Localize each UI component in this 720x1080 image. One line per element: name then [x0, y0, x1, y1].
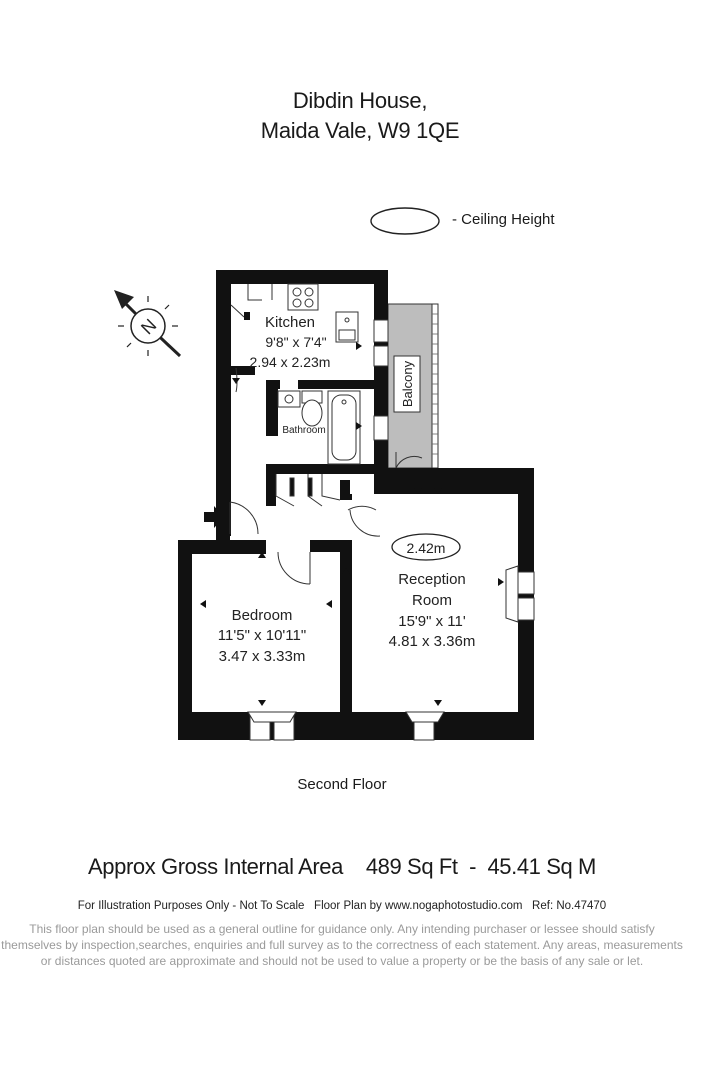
bathroom-name: Bathroom — [282, 425, 325, 436]
address: Dibdin House, Maida Vale, W9 1QE — [0, 86, 720, 146]
reception-ceiling-height: 2.42m — [407, 540, 446, 556]
bathroom-fixtures — [277, 390, 361, 465]
reception-name-line-2: Room — [412, 592, 452, 609]
area-sqft: 489 Sq Ft — [365, 854, 458, 879]
walls — [178, 270, 534, 740]
kitchen-imperial: 9'8" x 7'4" — [265, 334, 326, 350]
bedroom-metric: 3.47 x 3.33m — [219, 648, 306, 665]
doors — [229, 452, 423, 585]
address-line-1: Dibdin House, — [292, 88, 428, 113]
kitchen-name: Kitchen — [265, 314, 315, 331]
area-separator: - — [469, 854, 477, 879]
bedroom-imperial: 11'5" x 10'11" — [218, 627, 306, 644]
area-sqm: 45.41 Sq M — [487, 854, 596, 879]
reference-number: Ref: No.47470 — [532, 900, 607, 912]
illustration-note: For Illustration Purposes Only - Not To … — [77, 900, 305, 912]
reception-ceiling-height-icon — [391, 533, 461, 561]
address-line-2: Maida Vale, W9 1QE — [260, 118, 460, 143]
kitchen-metric: 2.94 x 2.23m — [250, 354, 331, 370]
compass-icon: N — [114, 290, 182, 358]
balcony-label: Balcony — [400, 360, 415, 407]
ceiling-height-legend-icon — [370, 207, 440, 235]
kitchen-fixtures — [230, 283, 359, 393]
footer-credits: For Illustration Purposes Only - Not To … — [0, 900, 684, 912]
reception-name-line-1: Reception — [398, 571, 466, 588]
floor-label: Second Floor — [297, 776, 387, 793]
ceiling-height-legend-label: - Ceiling Height — [452, 211, 555, 228]
entrance-arrow-icon — [204, 506, 224, 528]
reception-imperial: 15'9" x 11' — [398, 613, 466, 630]
disclaimer-text: This floor plan should be used as a gene… — [1, 922, 683, 968]
gross-internal-area: Approx Gross Internal Area 489 Sq Ft - 4… — [0, 854, 684, 880]
area-label: Approx Gross Internal Area — [88, 854, 343, 879]
reception-metric: 4.81 x 3.36m — [389, 633, 476, 650]
floorplan-credit: Floor Plan by www.nogaphotostudio.com — [314, 900, 523, 912]
bedroom-name: Bedroom — [232, 607, 293, 624]
